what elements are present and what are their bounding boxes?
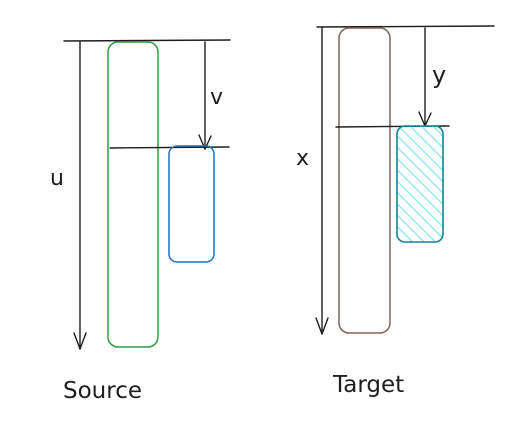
source-u-label: u xyxy=(50,166,64,191)
target-outer-bar xyxy=(338,27,391,334)
source-caption: Source xyxy=(63,378,142,404)
target-x-arrow-head xyxy=(315,317,329,335)
target-inner-bar xyxy=(396,125,444,243)
target-group: x y Target xyxy=(296,25,495,398)
source-u-arrow-head xyxy=(73,332,87,350)
source-inner-bar xyxy=(168,145,215,263)
source-group: u v Source xyxy=(50,39,231,404)
source-outer-bar xyxy=(107,41,159,348)
target-y-label: y xyxy=(432,61,446,89)
source-v-label: v xyxy=(210,85,223,110)
target-x-label: x xyxy=(296,146,309,171)
target-top-line xyxy=(316,25,495,28)
target-caption: Target xyxy=(332,372,404,398)
source-v-arrow-head xyxy=(198,134,212,150)
source-top-line xyxy=(63,39,231,42)
